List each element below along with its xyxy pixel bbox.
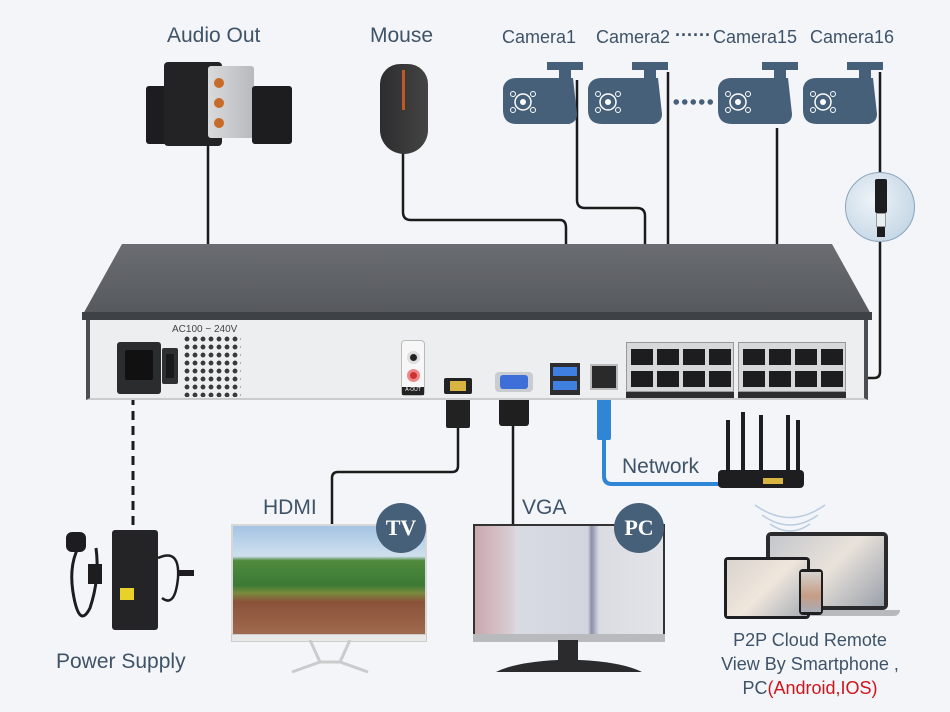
pc-monitor-bezel bbox=[473, 634, 665, 642]
remote-line-1: P2P Cloud Remote bbox=[733, 630, 887, 650]
camera2-label: Camera2 bbox=[596, 27, 671, 47]
tv-monitor-bezel bbox=[231, 634, 427, 642]
pc-badge: PC bbox=[614, 503, 664, 553]
pc-stand-icon bbox=[496, 640, 642, 672]
tv-stand-icon bbox=[291, 640, 369, 674]
tv-badge: TV bbox=[376, 503, 426, 553]
nvr-top-cover bbox=[82, 244, 872, 316]
remote-line-3: PC(Android,IOS) bbox=[700, 676, 920, 700]
camera16-label: Camera16 bbox=[810, 27, 895, 47]
rj45-connector-closeup bbox=[845, 172, 915, 242]
remote-platforms: (Android,IOS) bbox=[767, 678, 878, 698]
audio-out-label: Audio Out bbox=[167, 24, 261, 47]
wifi-waves-icon bbox=[754, 504, 826, 532]
hdmi-port bbox=[444, 378, 472, 394]
power-supply-label: Power Supply bbox=[56, 650, 186, 673]
vga-port bbox=[495, 372, 533, 392]
nvr-edge bbox=[82, 312, 872, 320]
ellipsis-label: ······ bbox=[675, 25, 711, 45]
camera2-icon bbox=[588, 62, 668, 124]
camera15-label: Camera15 bbox=[713, 27, 798, 47]
remote-line-2: View By Smartphone , bbox=[721, 654, 899, 674]
audio-in-jack bbox=[407, 351, 420, 364]
laptop-base bbox=[760, 610, 900, 616]
fan-vent bbox=[183, 335, 241, 397]
speaker-icon bbox=[146, 62, 292, 150]
mouse-icon bbox=[380, 64, 428, 154]
audio-port: A-OUT bbox=[401, 340, 425, 396]
remote-view-caption: P2P Cloud Remote View By Smartphone , PC… bbox=[700, 628, 920, 700]
power-supply-icon bbox=[66, 530, 194, 630]
hdmi-label: HDMI bbox=[263, 496, 317, 519]
smartphone-icon bbox=[799, 569, 823, 615]
camera1-label: Camera1 bbox=[502, 27, 577, 47]
voltage-label: AC100 ~ 240V bbox=[172, 324, 238, 335]
tablet-icon bbox=[724, 557, 810, 619]
camera16-icon bbox=[803, 62, 883, 124]
power-inlet-port bbox=[117, 342, 161, 394]
poe-label-strip-2 bbox=[738, 392, 846, 398]
power-switch bbox=[162, 348, 178, 384]
mouse-label: Mouse bbox=[370, 24, 434, 47]
camera-ellipsis-dots bbox=[672, 99, 714, 105]
poe-label-strip-1 bbox=[626, 392, 734, 398]
router-icon bbox=[718, 412, 804, 488]
network-label: Network bbox=[622, 455, 700, 478]
poe-ports-block-1 bbox=[626, 342, 734, 392]
remote-line-3-prefix: PC bbox=[742, 678, 768, 698]
poe-ports-block-2 bbox=[738, 342, 846, 392]
camera15-icon bbox=[718, 62, 798, 124]
tv-monitor-screen bbox=[231, 524, 427, 636]
audio-out-port-label: A-OUT bbox=[402, 387, 424, 395]
usb-port bbox=[550, 363, 580, 395]
camera1-icon bbox=[503, 62, 583, 124]
audio-out-jack bbox=[407, 369, 420, 382]
lan-port bbox=[590, 364, 618, 390]
vga-label: VGA bbox=[522, 496, 567, 519]
